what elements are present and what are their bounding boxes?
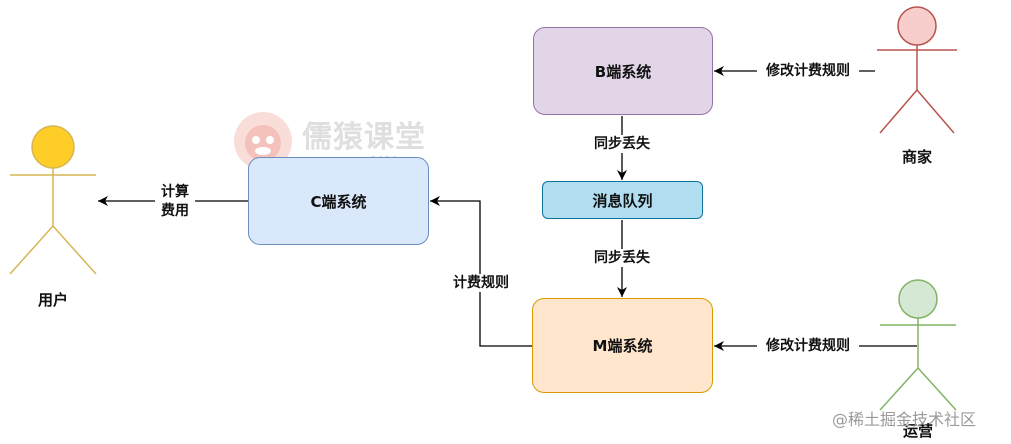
edge-m-to-c (430, 196, 532, 347)
edge-label-queue-to-m: 同步丢失 (588, 249, 656, 267)
edge-label-b-to-queue: 同步丢失 (588, 135, 656, 153)
m-system-node: M端系统 (532, 298, 713, 393)
edge-label-m-to-c: 计费规则 (446, 274, 516, 292)
logo-text: 儒猿课堂 (302, 120, 426, 155)
edge-label-merchant-to-b: 修改计费规则 (757, 62, 859, 80)
ops-actor-figure (879, 279, 957, 411)
merchant-actor-label: 商家 (901, 148, 932, 166)
footer-watermark: @稀土掘金技术社区 (832, 410, 977, 429)
edge-label-c-to-user-line2: 费用 (161, 203, 189, 219)
edge-label-ops-to-m: 修改计费规则 (757, 337, 859, 355)
ops-actor-label: 运营 (902, 422, 933, 440)
monkey-logo-icon (234, 112, 292, 170)
edge-label-c-to-user: 计算 费用 (155, 183, 195, 221)
queue-node: 消息队列 (542, 181, 703, 219)
b-system-node: B端系统 (533, 27, 713, 115)
user-actor-label: 用户 (37, 291, 68, 309)
c-system-node: C端系统 (248, 157, 429, 245)
edge-label-c-to-user-line1: 计算 (161, 184, 189, 200)
user-actor-figure (9, 125, 97, 275)
merchant-actor-figure (877, 6, 957, 134)
